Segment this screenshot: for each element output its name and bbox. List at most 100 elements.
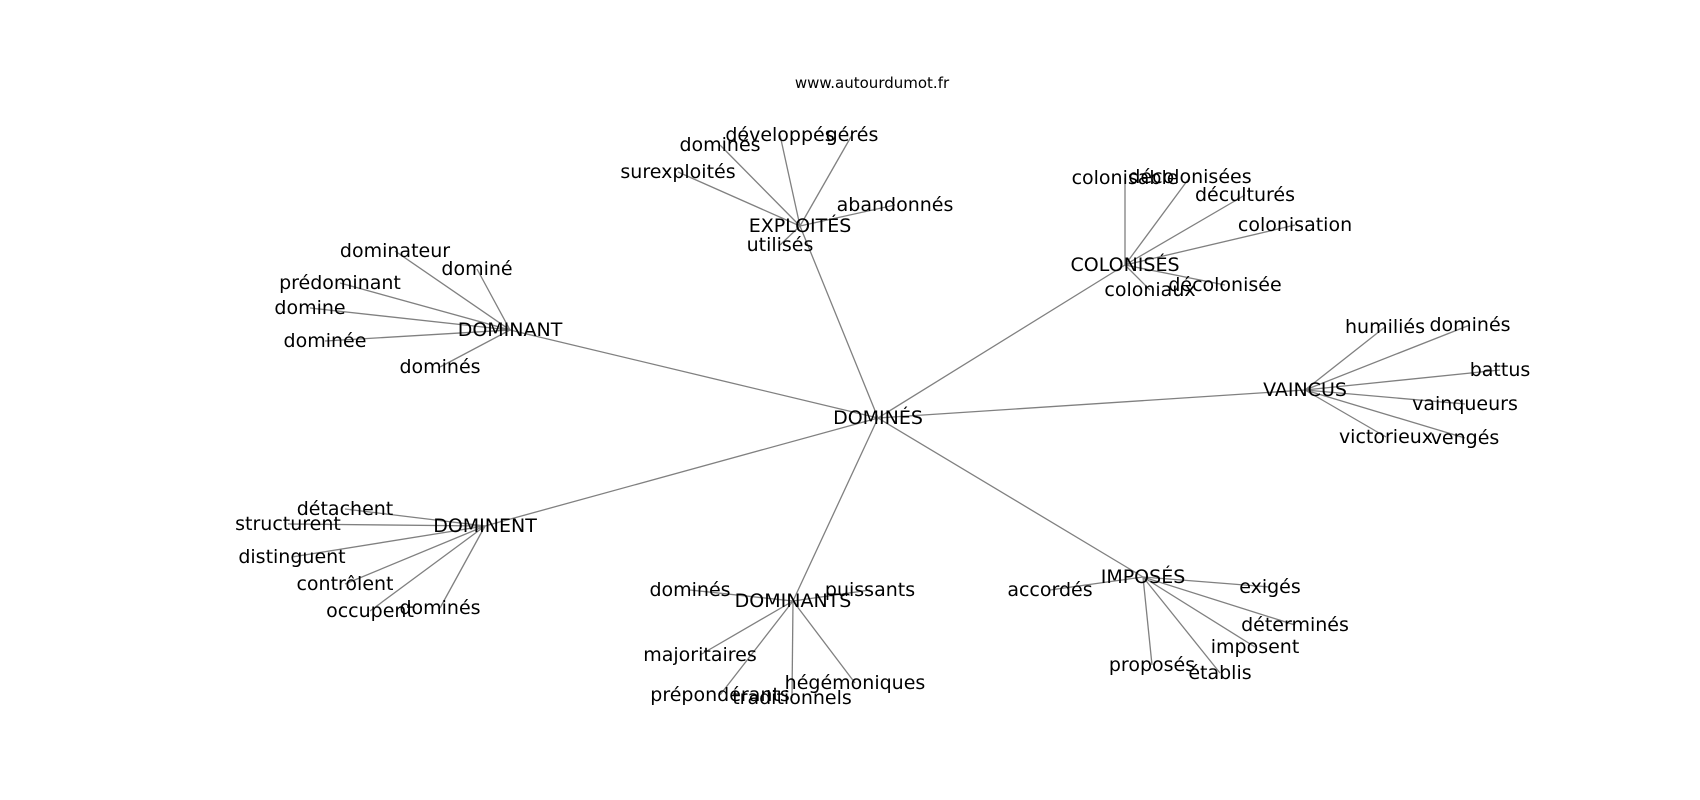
leaf-node: colonisable xyxy=(1072,167,1179,189)
leaf-node: décolonisée xyxy=(1168,274,1281,296)
edge-hub-leaf xyxy=(339,282,511,331)
edge-hub-leaf xyxy=(476,268,511,331)
leaf-node: surexploités xyxy=(620,161,735,183)
graph-labels: www.autourdumot.fr DOMINÉS EXPLOITÉS domin… xyxy=(235,74,1530,709)
edge-hub-leaf xyxy=(1304,324,1471,391)
leaf-node: humiliés xyxy=(1345,316,1425,338)
leaf-node: domine xyxy=(274,297,345,319)
edge-hub-leaf xyxy=(344,508,486,527)
leaf-node: développés xyxy=(725,124,834,146)
center-node: DOMINÉS xyxy=(833,406,923,429)
edge-center-hub xyxy=(509,329,879,419)
leaf-node: déculturés xyxy=(1195,184,1295,206)
edge-hub-leaf xyxy=(1124,264,1226,286)
edge-hub-leaf xyxy=(699,600,794,656)
leaf-node: utilisés xyxy=(747,234,814,256)
leaf-node: prépondérants xyxy=(650,684,789,706)
edge-hub-leaf xyxy=(1124,176,1191,266)
edge-hub-leaf xyxy=(792,589,871,602)
edge-hub-leaf xyxy=(291,525,486,558)
leaf-node: dominés xyxy=(1429,314,1510,336)
hub-node: IMPOSÉS xyxy=(1101,565,1186,588)
leaf-node: victorieux xyxy=(1339,426,1433,448)
leaf-node: abandonnés xyxy=(837,194,954,216)
edge-hub-leaf xyxy=(689,589,794,602)
edge-hub-leaf xyxy=(677,171,801,227)
edge-hub-leaf xyxy=(779,134,801,227)
edge-hub-leaf xyxy=(799,204,896,227)
hub-node: DOMINANT xyxy=(458,319,563,341)
hub-node: EXPLOITÉS xyxy=(749,214,852,237)
leaf-node: dominée xyxy=(284,330,367,352)
leaf-node: accordés xyxy=(1007,579,1092,601)
edge-hub-leaf xyxy=(1124,224,1296,266)
leaf-node: colonisation xyxy=(1238,214,1352,236)
leaf-node: imposent xyxy=(1211,636,1300,658)
leaf-node: proposés xyxy=(1109,654,1195,676)
hub-node: VAINCUS xyxy=(1263,379,1347,401)
edge-center-hub xyxy=(877,264,1126,419)
hub-node: DOMINENT xyxy=(433,515,537,537)
edge-hub-leaf xyxy=(287,523,486,527)
edge-hub-leaf xyxy=(369,525,486,612)
edge-hub-leaf xyxy=(791,600,794,699)
edge-hub-leaf xyxy=(1142,576,1221,674)
leaf-node: puissants xyxy=(825,579,915,601)
edge-hub-leaf xyxy=(439,525,486,609)
leaf-node: dominés xyxy=(679,134,760,156)
edge-center-hub xyxy=(877,389,1306,419)
leaf-node: dominés xyxy=(399,597,480,619)
edge-hub-leaf xyxy=(344,525,486,585)
edge-hub-leaf xyxy=(1304,326,1386,391)
edge-hub-leaf xyxy=(799,134,853,227)
edge-hub-leaf xyxy=(1304,369,1501,391)
graph-edges xyxy=(287,134,1501,699)
leaf-node: occupent xyxy=(326,600,414,622)
edge-hub-leaf xyxy=(792,600,856,684)
edge-hub-leaf xyxy=(1142,576,1271,588)
leaf-node: structurent xyxy=(235,513,341,535)
leaf-node: prédominant xyxy=(279,272,401,294)
leaf-node: vainqueurs xyxy=(1412,393,1518,415)
leaf-node: dominateur xyxy=(340,240,450,262)
leaf-node: battus xyxy=(1470,359,1531,381)
edge-hub-leaf xyxy=(1142,576,1153,666)
leaf-node: dominés xyxy=(399,356,480,378)
edge-hub-leaf xyxy=(324,329,511,342)
leaf-node: hégémoniques xyxy=(785,672,926,694)
leaf-node: vengés xyxy=(1431,427,1500,449)
leaf-node: distinguent xyxy=(238,546,345,568)
edge-hub-leaf xyxy=(1124,194,1246,266)
leaf-node: détachent xyxy=(297,498,394,520)
edge-hub-leaf xyxy=(1304,389,1387,438)
edge-hub-leaf xyxy=(1142,576,1296,626)
leaf-node: établis xyxy=(1188,662,1251,684)
leaf-node: exigés xyxy=(1239,576,1301,598)
edge-hub-leaf xyxy=(719,600,794,696)
edge-hub-leaf xyxy=(309,307,511,331)
edge-hub-leaf xyxy=(439,329,511,368)
hub-node: DOMINANTS xyxy=(735,590,852,612)
leaf-node: majoritaires xyxy=(643,644,757,666)
edge-hub-leaf xyxy=(779,225,801,246)
edge-hub-leaf xyxy=(1124,264,1151,291)
edge-hub-leaf xyxy=(1304,389,1466,405)
source-label: www.autourdumot.fr xyxy=(795,74,950,92)
edge-center-hub xyxy=(484,417,879,527)
edge-hub-leaf xyxy=(1304,389,1466,439)
leaf-node: contrôlent xyxy=(296,573,393,595)
leaf-node: déterminés xyxy=(1241,614,1349,636)
hub-node: COLONISÉS xyxy=(1070,253,1179,276)
edge-center-hub xyxy=(792,417,879,602)
edge-center-hub xyxy=(799,225,879,419)
edge-hub-leaf xyxy=(1049,576,1144,591)
leaf-node: traditionnels xyxy=(732,687,852,709)
edge-hub-leaf xyxy=(719,144,801,227)
leaf-node: dominé xyxy=(441,258,512,280)
leaf-node: gérés xyxy=(826,124,879,146)
leaf-node: coloniaux xyxy=(1104,279,1195,301)
edge-hub-leaf xyxy=(394,250,511,331)
leaf-node: dominés xyxy=(649,579,730,601)
edge-center-hub xyxy=(877,417,1144,578)
